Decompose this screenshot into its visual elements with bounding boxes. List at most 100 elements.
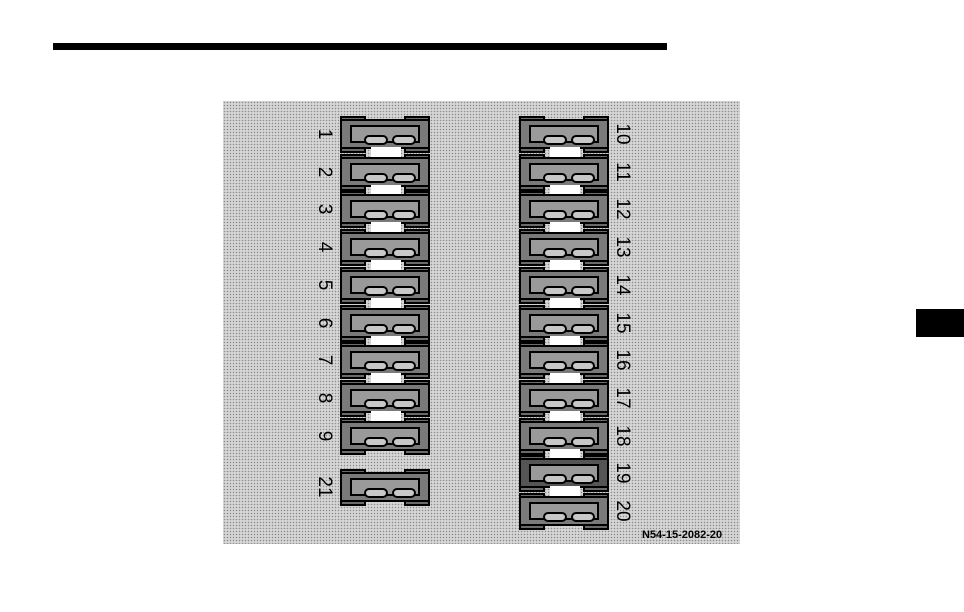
fuse-blade — [392, 286, 416, 296]
fuse-blade — [543, 248, 567, 258]
fuse-body — [340, 383, 430, 413]
fuse-blade — [392, 488, 416, 498]
fuse-number-label: 17 — [612, 380, 632, 416]
fuse-blade — [364, 173, 388, 183]
fuse-body — [340, 119, 430, 149]
fuse-number-label: 2 — [314, 154, 334, 190]
fuse-blade — [571, 399, 595, 409]
fuse-blade — [543, 324, 567, 334]
fuse-body — [519, 383, 609, 413]
fuse-body — [519, 232, 609, 262]
fuse-number-label: 12 — [612, 191, 632, 227]
fuse-blade — [392, 399, 416, 409]
fuse-21 — [340, 469, 430, 506]
fuse-number-label: 13 — [612, 229, 632, 265]
fuse-inner — [529, 464, 599, 482]
fuse-body — [519, 194, 609, 224]
fuse-inner — [529, 502, 599, 520]
figure-code: N54-15-2082-20 — [642, 529, 722, 541]
fuse-blade — [571, 361, 595, 371]
fuse-blade — [392, 248, 416, 258]
fuse-inner — [529, 427, 599, 445]
fuse-blade — [392, 135, 416, 145]
fuse-number-label: 16 — [612, 342, 632, 378]
fuse-blade — [364, 248, 388, 258]
fuse-blade — [392, 173, 416, 183]
fuse-inner — [350, 125, 420, 143]
fuse-inner — [529, 200, 599, 218]
fuse-blade — [392, 361, 416, 371]
fuse-number-label: 11 — [612, 154, 632, 190]
fuse-inner — [529, 125, 599, 143]
fuse-number-label: 10 — [612, 116, 632, 152]
fuse-body — [340, 194, 430, 224]
fuse-number-label: 3 — [314, 191, 334, 227]
fuse-body — [340, 308, 430, 338]
fuse-inner — [350, 389, 420, 407]
fuse-body — [519, 496, 609, 526]
fuse-inner — [350, 200, 420, 218]
fuse-blade — [543, 173, 567, 183]
fuse-inner — [350, 314, 420, 332]
fuse-blade — [543, 361, 567, 371]
fuse-blade — [543, 210, 567, 220]
fuse-blade — [543, 399, 567, 409]
fuse-inner — [529, 389, 599, 407]
fuse-blade — [392, 324, 416, 334]
fuse-inner — [529, 276, 599, 294]
fuse-inner — [350, 276, 420, 294]
fuse-body — [340, 157, 430, 187]
fuse-blade — [571, 248, 595, 258]
fuse-body — [340, 345, 430, 375]
fuse-blade — [571, 324, 595, 334]
fuse-blade — [364, 361, 388, 371]
fuse-blade — [364, 324, 388, 334]
fuse-blade — [543, 474, 567, 484]
fuse-9 — [340, 418, 430, 455]
fuse-number-label: 21 — [314, 469, 334, 505]
fuse-blade — [571, 286, 595, 296]
fuse-body — [340, 421, 430, 451]
fuse-blade — [543, 135, 567, 145]
fuse-number-label: 9 — [314, 418, 334, 454]
fuse-body — [340, 270, 430, 300]
fuse-blade — [392, 437, 416, 447]
fuse-number-label: 8 — [314, 380, 334, 416]
fuse-blade — [571, 437, 595, 447]
fuse-body — [519, 157, 609, 187]
fuse-body — [340, 472, 430, 502]
fuse-blade — [364, 399, 388, 409]
fuse-inner — [350, 238, 420, 256]
fuse-blade — [364, 135, 388, 145]
fuse-blade — [364, 210, 388, 220]
fuse-number-label: 14 — [612, 267, 632, 303]
fuse-number-label: 15 — [612, 305, 632, 341]
fuse-blade — [543, 286, 567, 296]
fuse-blade — [543, 512, 567, 522]
fuse-blade — [571, 135, 595, 145]
fuse-blade — [571, 173, 595, 183]
fuse-inner — [350, 351, 420, 369]
fuse-blade — [571, 210, 595, 220]
fuse-blade — [392, 210, 416, 220]
fuse-inner — [350, 163, 420, 181]
fuse-body — [519, 345, 609, 375]
fuse-inner — [529, 163, 599, 181]
fuse-number-label: 4 — [314, 229, 334, 265]
fuse-body — [519, 421, 609, 451]
fuse-number-label: 6 — [314, 305, 334, 341]
fuse-body — [519, 119, 609, 149]
fuse-inner — [529, 314, 599, 332]
section-tab — [916, 309, 964, 337]
fuse-blade — [543, 437, 567, 447]
fuse-blade — [571, 512, 595, 522]
fuse-blade — [364, 286, 388, 296]
fuse-20 — [519, 493, 609, 530]
fuse-number-label: 5 — [314, 267, 334, 303]
fuse-number-label: 1 — [314, 116, 334, 152]
fuse-panel-diagram: 123456789211011121314151617181920 N54-15… — [223, 101, 740, 544]
fuse-number-label: 20 — [612, 493, 632, 529]
fuse-body — [519, 270, 609, 300]
fuse-blade — [364, 488, 388, 498]
fuse-number-label: 19 — [612, 455, 632, 491]
